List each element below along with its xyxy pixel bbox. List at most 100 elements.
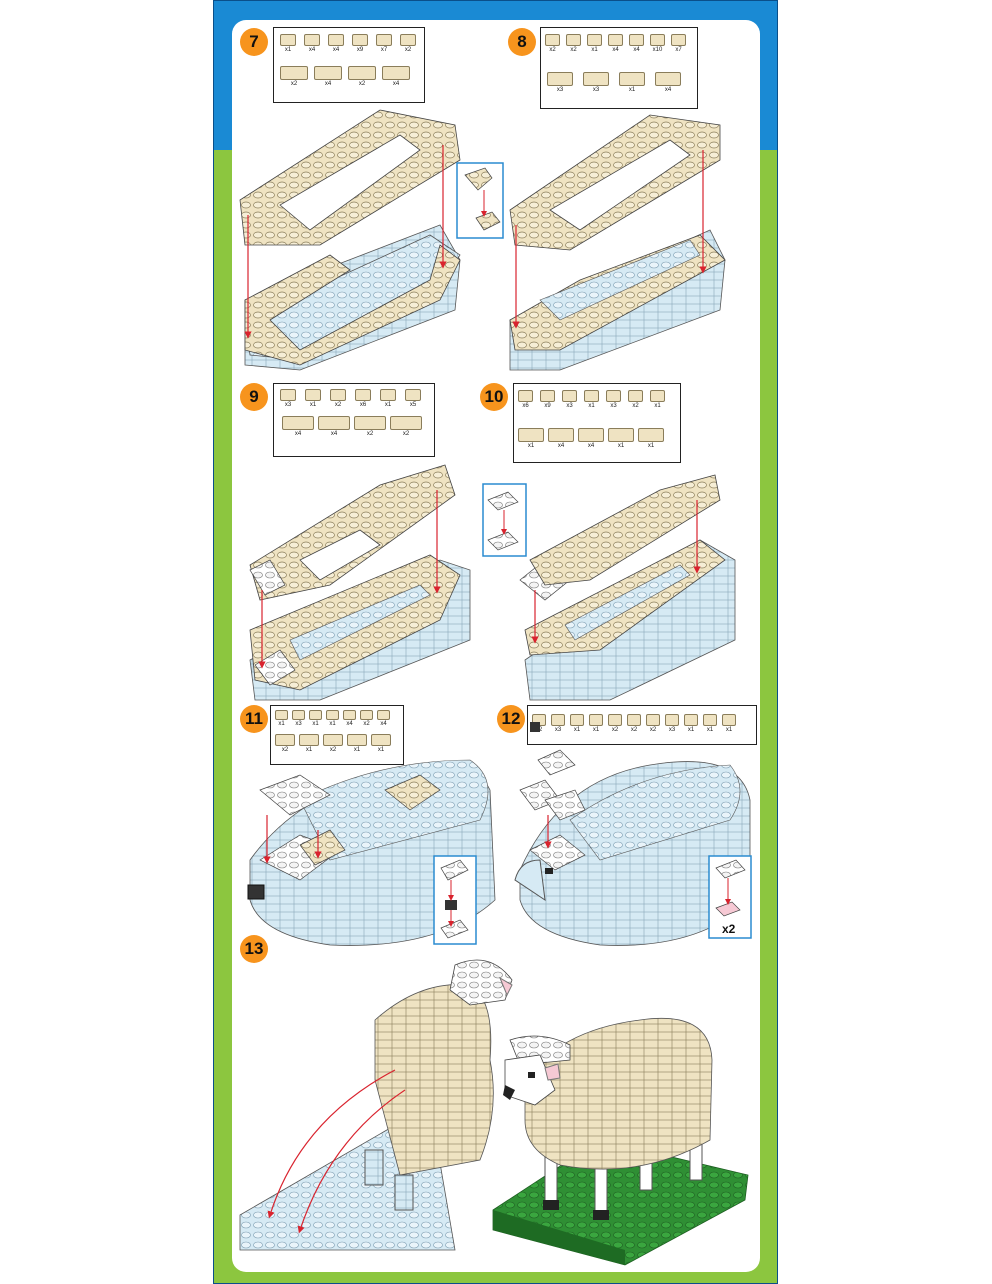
part-item: x10 bbox=[650, 34, 665, 53]
brick-icon bbox=[608, 428, 634, 442]
part-quantity: x1 bbox=[278, 721, 285, 727]
part-quantity: x2 bbox=[366, 431, 374, 437]
brick-icon bbox=[650, 34, 665, 46]
part-item: x4 bbox=[282, 416, 314, 437]
part-quantity: x1 bbox=[654, 403, 661, 409]
step-12-badge: 12 bbox=[497, 705, 525, 733]
part-quantity: x4 bbox=[332, 47, 340, 53]
part-quantity: x4 bbox=[380, 721, 387, 727]
brick-icon bbox=[371, 734, 391, 746]
part-item: x2 bbox=[323, 734, 343, 753]
part-item: x2 bbox=[400, 34, 416, 53]
part-quantity: x4 bbox=[330, 431, 338, 437]
part-item: x2 bbox=[280, 66, 308, 87]
part-quantity: x1 bbox=[628, 87, 636, 93]
part-quantity: x2 bbox=[570, 47, 577, 53]
part-item: x4 bbox=[318, 416, 350, 437]
brick-icon bbox=[275, 734, 295, 746]
brick-icon bbox=[390, 416, 422, 430]
part-quantity: x4 bbox=[392, 81, 400, 87]
part-item: x1 bbox=[371, 734, 391, 753]
brick-icon bbox=[584, 390, 599, 402]
part-item: x2 bbox=[390, 416, 422, 437]
part-item: x4 bbox=[629, 34, 644, 53]
brick-icon bbox=[328, 34, 344, 46]
part-item: x3 bbox=[280, 389, 296, 408]
part-item: x1 bbox=[587, 34, 602, 53]
brick-icon bbox=[628, 390, 643, 402]
part-quantity: x7 bbox=[675, 47, 682, 53]
part-quantity: x1 bbox=[329, 721, 336, 727]
part-quantity: x10 bbox=[652, 47, 663, 53]
part-quantity: x4 bbox=[557, 443, 565, 449]
part-quantity: x2 bbox=[281, 747, 289, 753]
brick-icon bbox=[360, 710, 373, 720]
part-item: x1 bbox=[608, 428, 634, 449]
part-quantity: x1 bbox=[384, 402, 392, 408]
part-quantity: x2 bbox=[630, 727, 638, 733]
brick-icon bbox=[547, 72, 573, 86]
part-item: x2 bbox=[330, 389, 346, 408]
part-item: x3 bbox=[551, 714, 565, 733]
part-quantity: x4 bbox=[587, 443, 595, 449]
brick-icon bbox=[377, 710, 390, 720]
part-item: x3 bbox=[292, 710, 305, 727]
part-quantity: x3 bbox=[610, 403, 617, 409]
part-quantity: x1 bbox=[573, 727, 581, 733]
part-quantity: x4 bbox=[346, 721, 353, 727]
part-item: x2 bbox=[275, 734, 295, 753]
brick-icon bbox=[405, 389, 421, 401]
brick-icon bbox=[323, 734, 343, 746]
part-item: x1 bbox=[518, 428, 544, 449]
brick-icon bbox=[684, 714, 698, 726]
part-item: x3 bbox=[606, 390, 621, 409]
step-10-assembly bbox=[519, 474, 736, 701]
part-item: x1 bbox=[589, 714, 603, 733]
part-quantity: x1 bbox=[588, 403, 595, 409]
brick-icon bbox=[570, 714, 584, 726]
part-item: x1 bbox=[380, 389, 396, 408]
part-quantity: x6 bbox=[359, 402, 367, 408]
brick-icon bbox=[606, 390, 621, 402]
part-item: x1 bbox=[299, 734, 319, 753]
step-12-assembly bbox=[514, 722, 751, 946]
brick-icon bbox=[382, 66, 410, 80]
part-item: x3 bbox=[547, 72, 573, 93]
step-9-badge: 9 bbox=[240, 383, 268, 411]
part-quantity: x3 bbox=[668, 727, 676, 733]
part-quantity: x4 bbox=[324, 81, 332, 87]
part-item: x4 bbox=[328, 34, 344, 53]
brick-icon bbox=[280, 66, 308, 80]
part-quantity: x3 bbox=[556, 87, 564, 93]
part-item: x1 bbox=[275, 710, 288, 727]
brick-icon bbox=[352, 34, 368, 46]
part-quantity: x4 bbox=[612, 47, 619, 53]
brick-icon bbox=[280, 34, 296, 46]
step-8-badge: 8 bbox=[508, 28, 536, 56]
part-quantity: x2 bbox=[632, 403, 639, 409]
brick-icon bbox=[299, 734, 319, 746]
part-item: x6 bbox=[355, 389, 371, 408]
part-item: x2 bbox=[360, 710, 373, 727]
part-quantity: x6 bbox=[522, 403, 529, 409]
part-item: x4 bbox=[304, 34, 320, 53]
part-item: x4 bbox=[314, 66, 342, 87]
part-quantity: x9 bbox=[544, 403, 551, 409]
part-quantity: x2 bbox=[290, 81, 298, 87]
part-item: x3 bbox=[562, 390, 577, 409]
step-7-badge: 7 bbox=[240, 28, 268, 56]
part-quantity: x4 bbox=[294, 431, 302, 437]
part-item: x1 bbox=[326, 710, 339, 727]
part-item: x1 bbox=[684, 714, 698, 733]
part-quantity: x2 bbox=[611, 727, 619, 733]
brick-icon bbox=[566, 34, 581, 46]
brick-icon bbox=[589, 714, 603, 726]
brick-icon bbox=[518, 390, 533, 402]
brick-icon bbox=[400, 34, 416, 46]
step-8-assembly bbox=[509, 114, 726, 371]
part-quantity: x1 bbox=[353, 747, 361, 753]
part-quantity: x1 bbox=[527, 443, 535, 449]
